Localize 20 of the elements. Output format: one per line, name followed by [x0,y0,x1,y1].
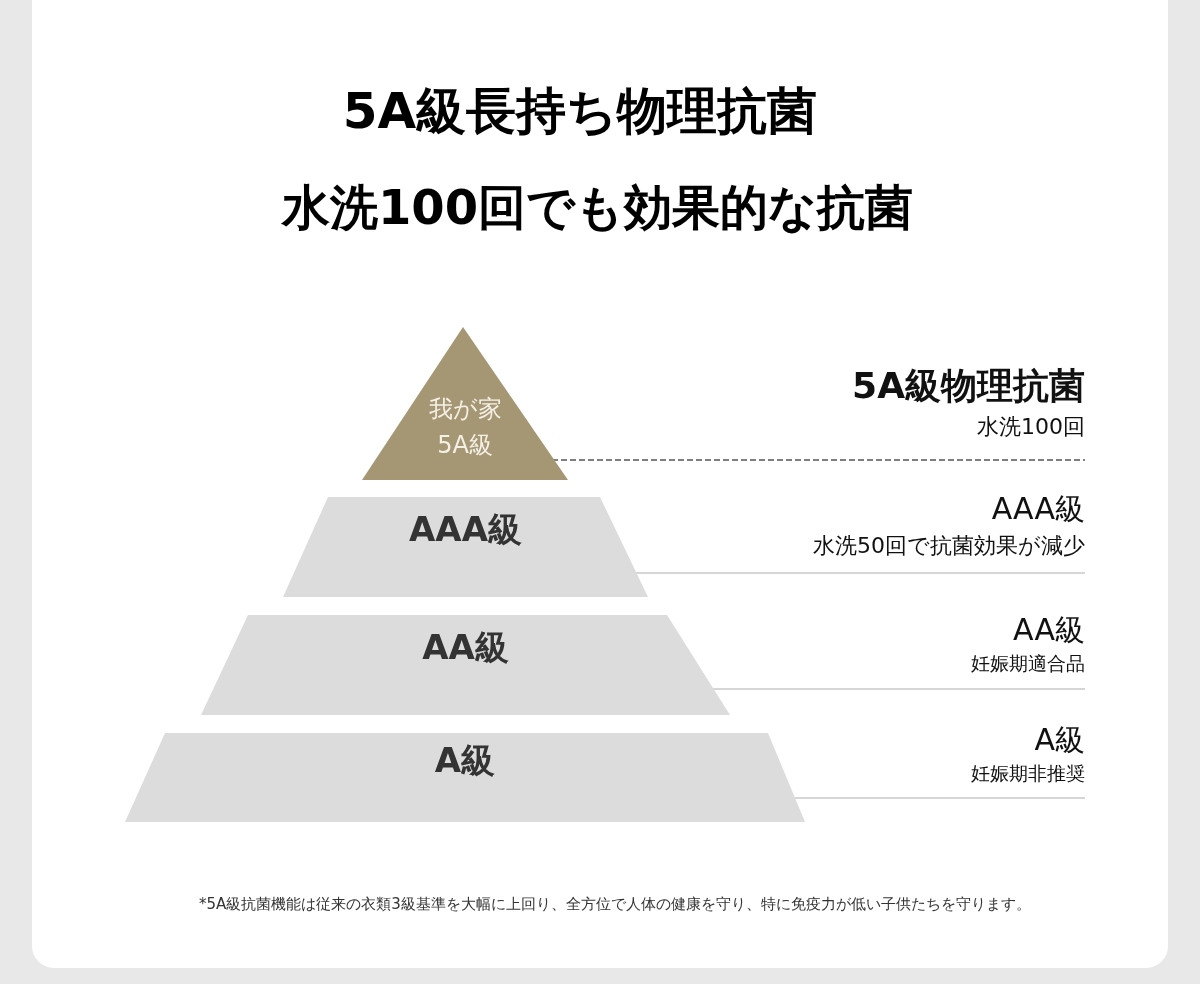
pyramid-tier [201,615,730,715]
grade-heading: A級 [1034,722,1085,758]
tier-label: 5A級 [436,430,494,460]
pyramid-tier [283,497,648,597]
tier-label: A級 [433,739,497,781]
pyramid-tier [125,733,805,822]
tier-label: AA級 [421,626,510,668]
grade-description: 水洗100回 [977,414,1085,441]
grade-description: 水洗50回で抗菌効果が減少 [813,533,1085,560]
grade-heading: AAA級 [991,491,1085,527]
subtitle: 水洗100回でも効果的な抗菌 [280,178,915,237]
tier-label: 我が家 [427,394,503,424]
grade-description: 妊娠期非推奨 [971,762,1085,785]
grade-heading: 5A級物理抗菌 [852,364,1085,408]
pyramid-tip [362,327,568,480]
title: 5A級長持ち物理抗菌 [341,81,819,142]
grade-description: 妊娠期適合品 [971,652,1085,675]
grade-heading: AA級 [1013,612,1085,648]
footnote: *5A級抗菌機能は従来の衣類3級基準を大幅に上回り、全方位で人体の健康を守り、特に免疫力が低い子供たちを守ります。 [198,895,1032,914]
tier-label: AAA級 [408,508,523,550]
